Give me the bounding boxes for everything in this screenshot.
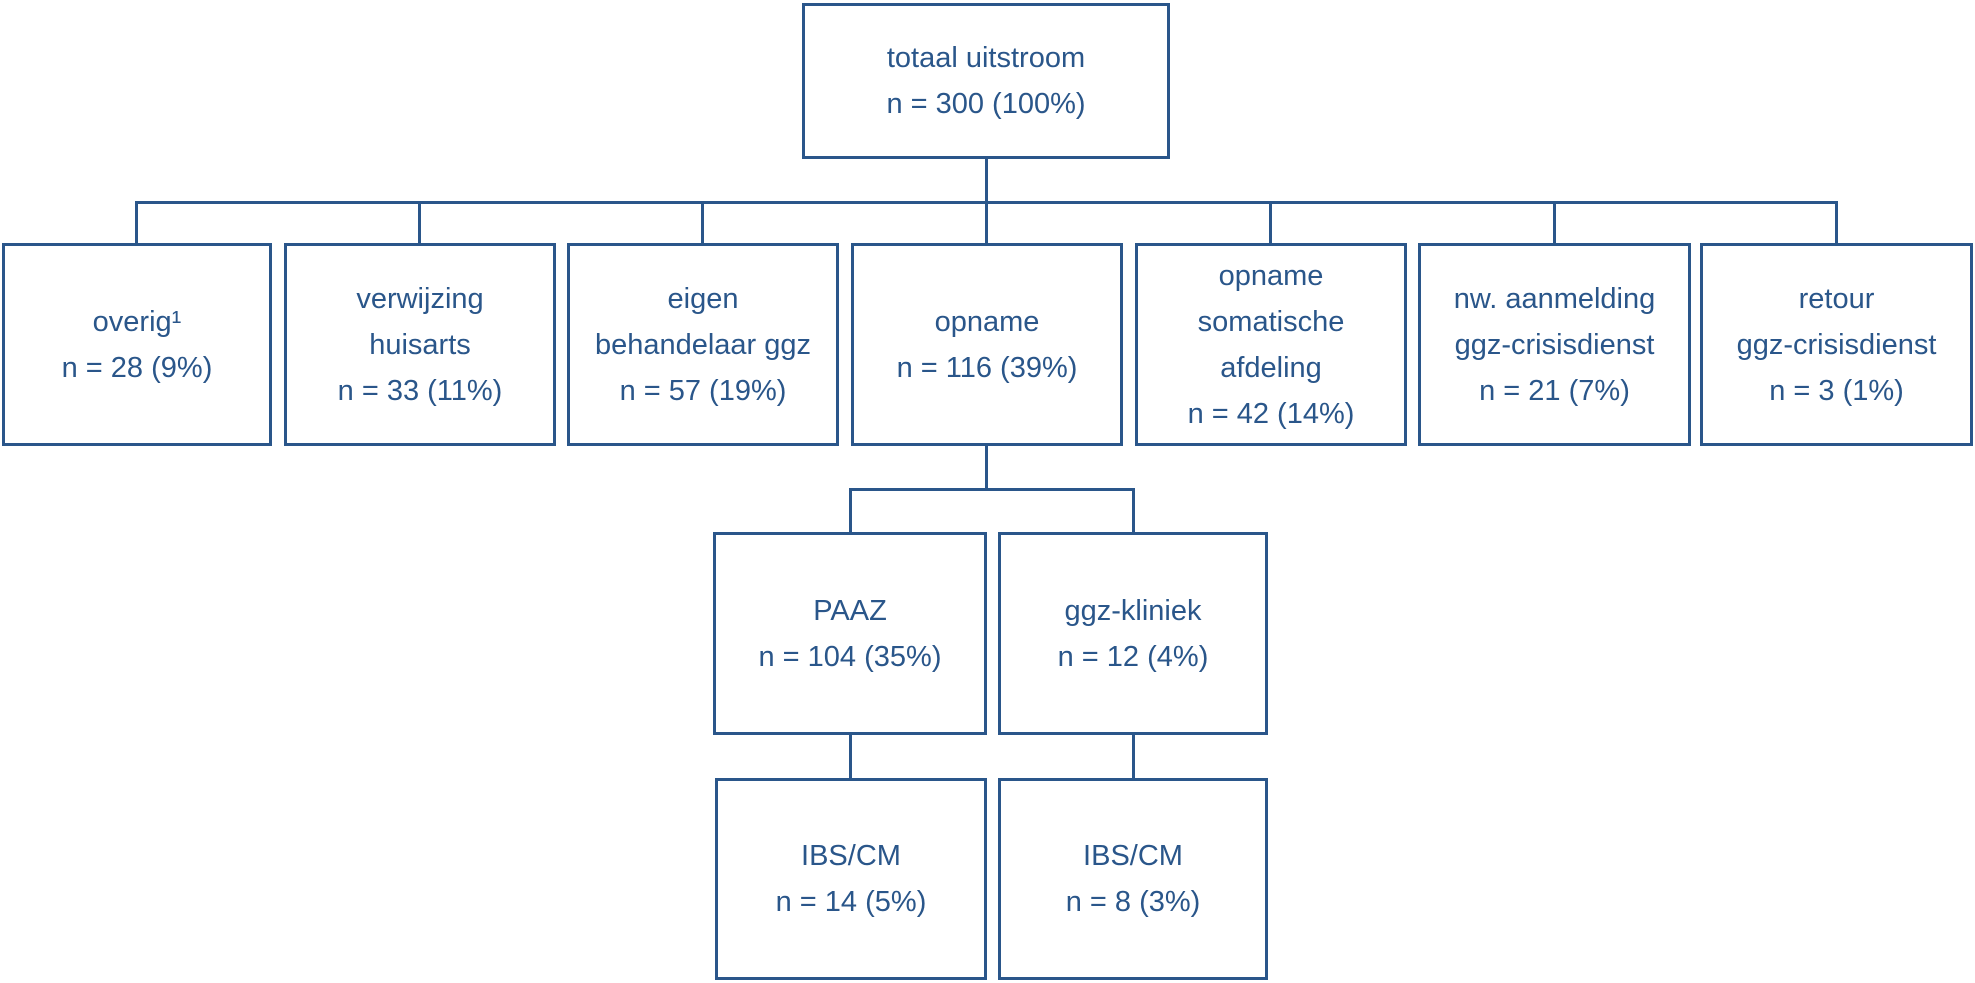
node-paaz: PAAZ n = 104 (35%) (713, 532, 987, 735)
node-eigen-behandelaar-ggz: eigen behandelaar ggz n = 57 (19%) (567, 243, 839, 446)
connector-drop-paaz (849, 488, 852, 534)
connector-drop-nw-aanmelding (1553, 201, 1556, 244)
connector-root-stem (985, 159, 988, 204)
node-ggz-kliniek: ggz-kliniek n = 12 (4%) (998, 532, 1268, 735)
node-opname-somatische-afdeling: opname somatische afdeling n = 42 (14%) (1135, 243, 1407, 446)
connector-drop-overig (135, 201, 138, 244)
connector-ggz-kliniek-to-ibs (1132, 735, 1135, 780)
connector-drop-verwijzing-huisarts (418, 201, 421, 244)
connector-drop-retour (1835, 201, 1838, 244)
connector-level2-rail (849, 488, 1135, 491)
node-ibs-cm-paaz: IBS/CM n = 14 (5%) (715, 778, 987, 980)
node-ibs-cm-ggz-kliniek: IBS/CM n = 8 (3%) (998, 778, 1268, 980)
node-verwijzing-huisarts: verwijzing huisarts n = 33 (11%) (284, 243, 556, 446)
connector-paaz-to-ibs (849, 735, 852, 780)
node-retour-ggz-crisisdienst: retour ggz-crisisdienst n = 3 (1%) (1700, 243, 1973, 446)
node-overig: overig¹ n = 28 (9%) (2, 243, 272, 446)
connector-drop-opname (985, 201, 988, 244)
connector-drop-ggz-kliniek (1132, 488, 1135, 534)
node-totaal-uitstroom: totaal uitstroom n = 300 (100%) (802, 3, 1170, 159)
connector-opname-stem (985, 446, 988, 491)
connector-drop-opname-somatische (1269, 201, 1272, 244)
node-opname: opname n = 116 (39%) (851, 243, 1123, 446)
node-nw-aanmelding-ggz-crisisdienst: nw. aanmelding ggz-crisisdienst n = 21 (… (1418, 243, 1691, 446)
connector-drop-eigen-behandelaar-ggz (701, 201, 704, 244)
